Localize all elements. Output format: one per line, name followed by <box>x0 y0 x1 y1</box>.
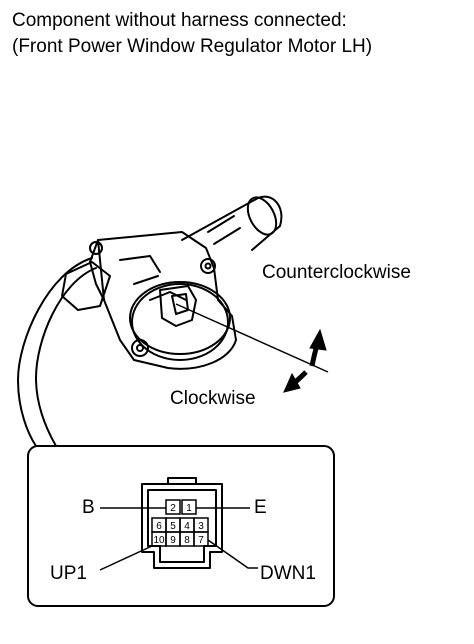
pin-3: 3 <box>198 521 204 532</box>
clockwise-arrow-icon <box>283 370 308 393</box>
pin-5: 5 <box>170 521 176 532</box>
pin-label-e: E <box>254 497 267 518</box>
gear-housing <box>61 231 237 370</box>
connector-housing <box>141 477 223 569</box>
pin-7: 7 <box>198 535 204 546</box>
pin-4: 4 <box>184 521 190 532</box>
counterclockwise-label: Counterclockwise <box>262 262 411 283</box>
counterclockwise-arrow-icon <box>309 328 327 367</box>
motor-body <box>181 195 283 251</box>
pin-grid: 2 1 6 5 4 3 10 9 8 7 <box>151 499 209 547</box>
pin-10: 10 <box>153 535 165 546</box>
leader-dwn1 <box>207 539 258 569</box>
clockwise-label: Clockwise <box>170 388 256 409</box>
pin-6: 6 <box>156 521 162 532</box>
harness-wire-inner <box>35 267 97 447</box>
pin-label-dwn1: DWN1 <box>260 563 316 584</box>
header-line-1: Component without harness connected: <box>12 10 347 31</box>
leader-up1 <box>99 545 153 571</box>
pin-label-b: B <box>82 497 95 518</box>
pin-1: 1 <box>186 503 192 514</box>
pin-9: 9 <box>170 535 176 546</box>
pin-8: 8 <box>184 535 190 546</box>
header-line-2: (Front Power Window Regulator Motor LH) <box>12 36 373 57</box>
connector-detail-box <box>27 445 335 607</box>
harness-wire-outer <box>17 257 93 447</box>
pin-label-up1: UP1 <box>50 563 87 584</box>
rotation-leader-line <box>175 303 329 373</box>
pin-2: 2 <box>170 503 176 514</box>
